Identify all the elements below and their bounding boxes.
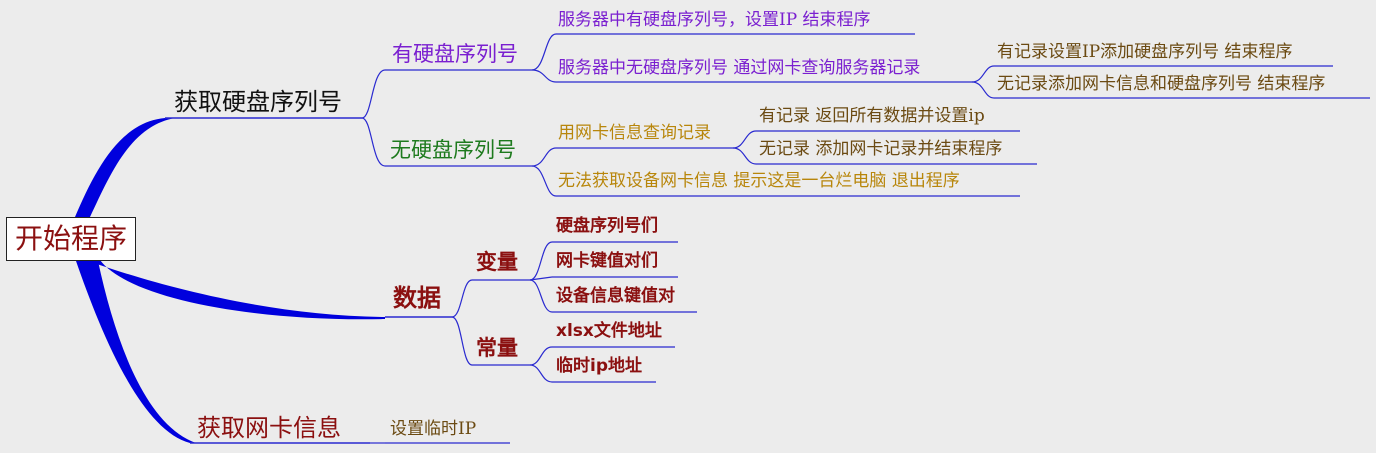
node-server-no-serial[interactable]: 服务器中无硬盘序列号 通过网卡查询服务器记录: [558, 58, 921, 78]
connector-line: [732, 130, 757, 149]
node-server-has-serial[interactable]: 服务器中有硬盘序列号，设置IP 结束程序: [558, 10, 871, 30]
node-no-record-add-nic[interactable]: 无记录添加网卡信息和硬盘序列号 结束程序: [997, 74, 1326, 94]
connector-line: [531, 69, 557, 83]
node-has-hdd-serial[interactable]: 有硬盘序列号: [392, 42, 518, 66]
node-get-hdd-serial[interactable]: 获取硬盘序列号: [174, 88, 342, 116]
node-has-record-return[interactable]: 有记录 返回所有数据并设置ip: [759, 106, 985, 126]
node-const-xlsx-path[interactable]: xlsx文件地址: [556, 321, 662, 341]
connector-line: [451, 279, 473, 318]
node-set-temp-ip[interactable]: 设置临时IP: [390, 419, 477, 439]
connector-line: [971, 65, 995, 83]
trunk-hdd: [75, 118, 175, 217]
node-var-nic-kv[interactable]: 网卡键值对们: [556, 251, 658, 271]
node-no-record-add[interactable]: 无记录 添加网卡记录并结束程序: [759, 139, 1003, 159]
root-node[interactable]: 开始程序: [6, 217, 136, 261]
node-data[interactable]: 数据: [393, 284, 441, 312]
node-no-hdd-serial[interactable]: 无硬盘序列号: [390, 138, 516, 162]
node-constants[interactable]: 常量: [476, 336, 518, 360]
connector-line: [451, 316, 473, 366]
connector-line: [529, 279, 553, 313]
connector-line: [531, 33, 557, 71]
node-var-device-kv[interactable]: 设备信息键值对: [556, 286, 675, 306]
node-nic-fail-exit[interactable]: 无法获取设备网卡信息 提示这是一台烂电脑 退出程序: [558, 171, 960, 191]
connector-line: [531, 147, 557, 167]
connector-line: [971, 81, 995, 99]
node-variables[interactable]: 变量: [476, 250, 518, 274]
connector-line: [529, 241, 553, 281]
connector-line: [529, 276, 553, 281]
connector-line: [529, 364, 553, 383]
trunk-nic: [76, 261, 196, 443]
node-const-temp-ip[interactable]: 临时ip地址: [556, 356, 642, 376]
connector-line: [732, 147, 757, 165]
connector-line: [361, 69, 386, 119]
connector-line: [531, 165, 557, 197]
node-var-hdd-serials[interactable]: 硬盘序列号们: [556, 216, 658, 236]
node-get-nic-info[interactable]: 获取网卡信息: [197, 414, 341, 442]
connector-line: [529, 346, 553, 366]
trunk-data: [80, 258, 385, 320]
connector-line: [361, 117, 386, 167]
node-has-record-set-ip[interactable]: 有记录设置IP添加硬盘序列号 结束程序: [997, 42, 1293, 62]
node-query-by-nic[interactable]: 用网卡信息查询记录: [558, 123, 711, 143]
